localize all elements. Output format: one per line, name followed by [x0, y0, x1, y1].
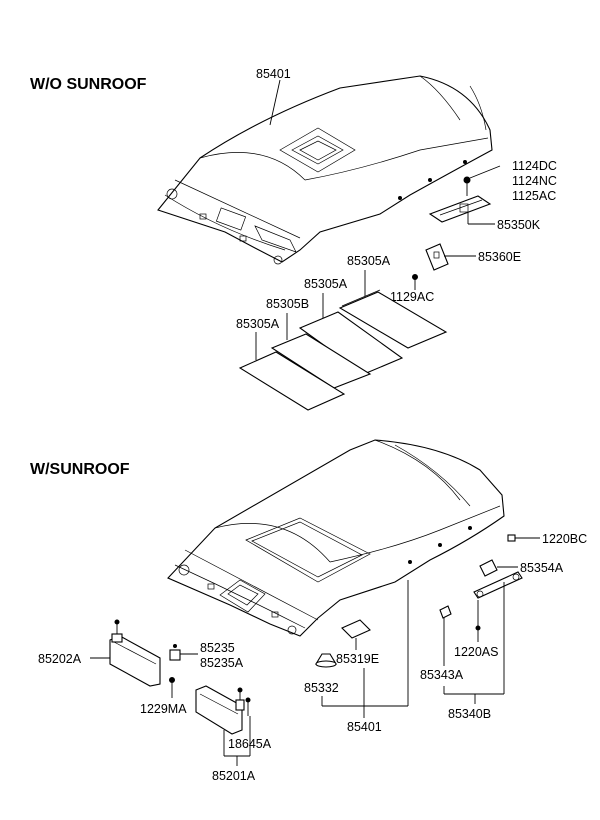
label-clip-1124dc: 1124DC: [512, 159, 557, 173]
holder-85332: [315, 653, 337, 668]
label-pad-2: 85305A: [304, 277, 348, 291]
label-handle-assy: 85340B: [448, 707, 491, 721]
headlining-no-sunroof: [157, 75, 493, 265]
label-lamp-18645a: 18645A: [228, 737, 272, 751]
leader-headlining-bottom: [321, 580, 409, 718]
bolt-1220bc: [507, 534, 540, 542]
label-pad-85319e: 85319E: [336, 652, 379, 666]
screw-1229ma: [169, 677, 175, 698]
label-pad-1: 85305A: [347, 254, 391, 268]
pad-85319e: [341, 619, 371, 650]
label-pad-3: 85305B: [266, 297, 309, 311]
label-clip-1124nc: 1124NC: [512, 174, 557, 188]
pad-1: [338, 289, 448, 349]
label-screw-1229ma: 1229MA: [140, 702, 187, 716]
label-cap-85343a: 85343A: [420, 668, 464, 682]
label-retainer: 85360E: [478, 250, 521, 264]
visor-retainer: [169, 644, 198, 661]
leader-handle-assy: [443, 582, 505, 704]
assist-handle: [473, 571, 523, 599]
cap-85343a: [439, 605, 452, 666]
clip-parts: [463, 165, 501, 196]
label-bolt-1220as: 1220AS: [454, 645, 498, 659]
assist-bracket: [428, 195, 492, 223]
section-title-without-sunroof: W/O SUNROOF: [30, 76, 147, 93]
label-holder-85332: 85332: [304, 681, 339, 695]
label-visor-right: 85202A: [38, 652, 82, 666]
leader-visor-left: [223, 716, 251, 766]
sun-visor-right: [109, 619, 161, 687]
label-visor-retainer-a: 85235: [200, 641, 235, 655]
pad-4: [238, 351, 346, 411]
label-screw-top: 1129AC: [390, 290, 434, 304]
label-assist-bracket: 85350K: [497, 218, 541, 232]
label-handle-85354a: 85354A: [520, 561, 564, 575]
label-visor-retainer-b: 85235A: [200, 656, 244, 670]
sun-visor-left: [195, 685, 251, 735]
label-headlining-bottom: 85401: [347, 720, 382, 734]
handle-85354a: [479, 559, 518, 577]
label-clip-1125ac: 1125AC: [512, 189, 556, 203]
headlining-sunroof: [167, 439, 505, 637]
retainer: [425, 243, 449, 271]
label-visor-left: 85201A: [212, 769, 256, 783]
label-pad-4: 85305A: [236, 317, 280, 331]
section-title-with-sunroof: W/SUNROOF: [30, 461, 130, 478]
leader-headlining-top: [269, 79, 281, 126]
label-bolt-1220bc: 1220BC: [542, 532, 587, 546]
screw-top: [412, 274, 418, 290]
label-headlining-top: 85401: [256, 67, 291, 81]
